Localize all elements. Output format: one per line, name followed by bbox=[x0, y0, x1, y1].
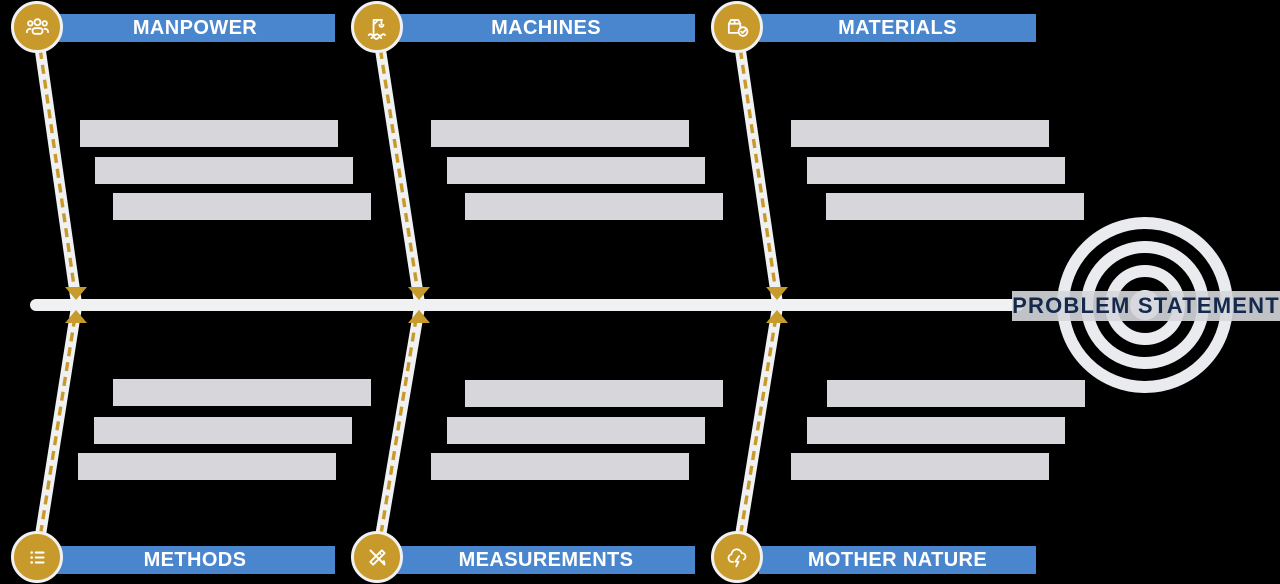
category-header-machines: MACHINES bbox=[397, 14, 695, 42]
crane-icon bbox=[367, 18, 386, 40]
node-measurements bbox=[351, 531, 403, 583]
category-header-methods: METHODS bbox=[55, 546, 335, 574]
placeholder-bar bbox=[807, 157, 1065, 184]
placeholder-bar bbox=[826, 193, 1084, 220]
category-header-manpower: MANPOWER bbox=[55, 14, 335, 42]
placeholder-bar bbox=[431, 120, 689, 147]
box-check-icon bbox=[727, 18, 748, 37]
node-machines bbox=[351, 1, 403, 53]
category-header-materials: MATERIALS bbox=[759, 14, 1036, 42]
category-label: MATERIALS bbox=[838, 16, 957, 39]
node-manpower bbox=[11, 1, 63, 53]
placeholder-bar bbox=[827, 380, 1085, 407]
category-header-measurements: MEASUREMENTS bbox=[397, 546, 695, 574]
bone-measurements bbox=[371, 309, 425, 558]
pencil-ruler-icon bbox=[368, 548, 386, 566]
node-materials bbox=[711, 1, 763, 53]
arrowheads bbox=[65, 287, 788, 323]
placeholder-bar bbox=[447, 417, 705, 444]
placeholder-bar bbox=[447, 157, 705, 184]
category-label: MOTHER NATURE bbox=[807, 548, 988, 571]
placeholder-bar bbox=[807, 417, 1065, 444]
placeholder-bar bbox=[94, 417, 352, 444]
placeholder-bar bbox=[465, 380, 723, 407]
placeholder-bar bbox=[78, 453, 336, 480]
arrow-materials bbox=[766, 287, 788, 300]
arrow-manpower bbox=[65, 287, 87, 300]
arrow-methods bbox=[65, 310, 87, 323]
users-icon bbox=[25, 17, 49, 35]
placeholder-bar bbox=[95, 157, 353, 184]
arrow-machines bbox=[408, 287, 430, 300]
bone-mother-nature bbox=[731, 309, 783, 558]
category-label: METHODS bbox=[143, 548, 247, 571]
placeholder-bar bbox=[80, 120, 338, 147]
bone-dashes bbox=[38, 49, 777, 535]
placeholder-bar bbox=[791, 120, 1049, 147]
placeholder-bar bbox=[465, 193, 723, 220]
node-methods bbox=[11, 531, 63, 583]
storm-cloud-icon bbox=[727, 547, 746, 567]
category-label: MANPOWER bbox=[132, 16, 258, 39]
bone-methods bbox=[31, 309, 82, 558]
placeholder-bar bbox=[431, 453, 689, 480]
placeholder-bar bbox=[791, 453, 1049, 480]
category-header-mother-nature: MOTHER NATURE bbox=[759, 546, 1036, 574]
placeholder-bar bbox=[113, 379, 371, 406]
arrow-measurements bbox=[408, 310, 430, 323]
node-mother-nature bbox=[711, 531, 763, 583]
placeholder-bar bbox=[113, 193, 371, 220]
category-label: MACHINES bbox=[491, 16, 601, 39]
problem-statement-text: PROBLEM STATEMENT bbox=[1012, 293, 1280, 318]
arrow-mother-nature bbox=[766, 310, 788, 323]
category-label: MEASUREMENTS bbox=[458, 548, 634, 571]
problem-statement-label: PROBLEM STATEMENT bbox=[1012, 291, 1280, 321]
list-icon bbox=[29, 550, 45, 564]
